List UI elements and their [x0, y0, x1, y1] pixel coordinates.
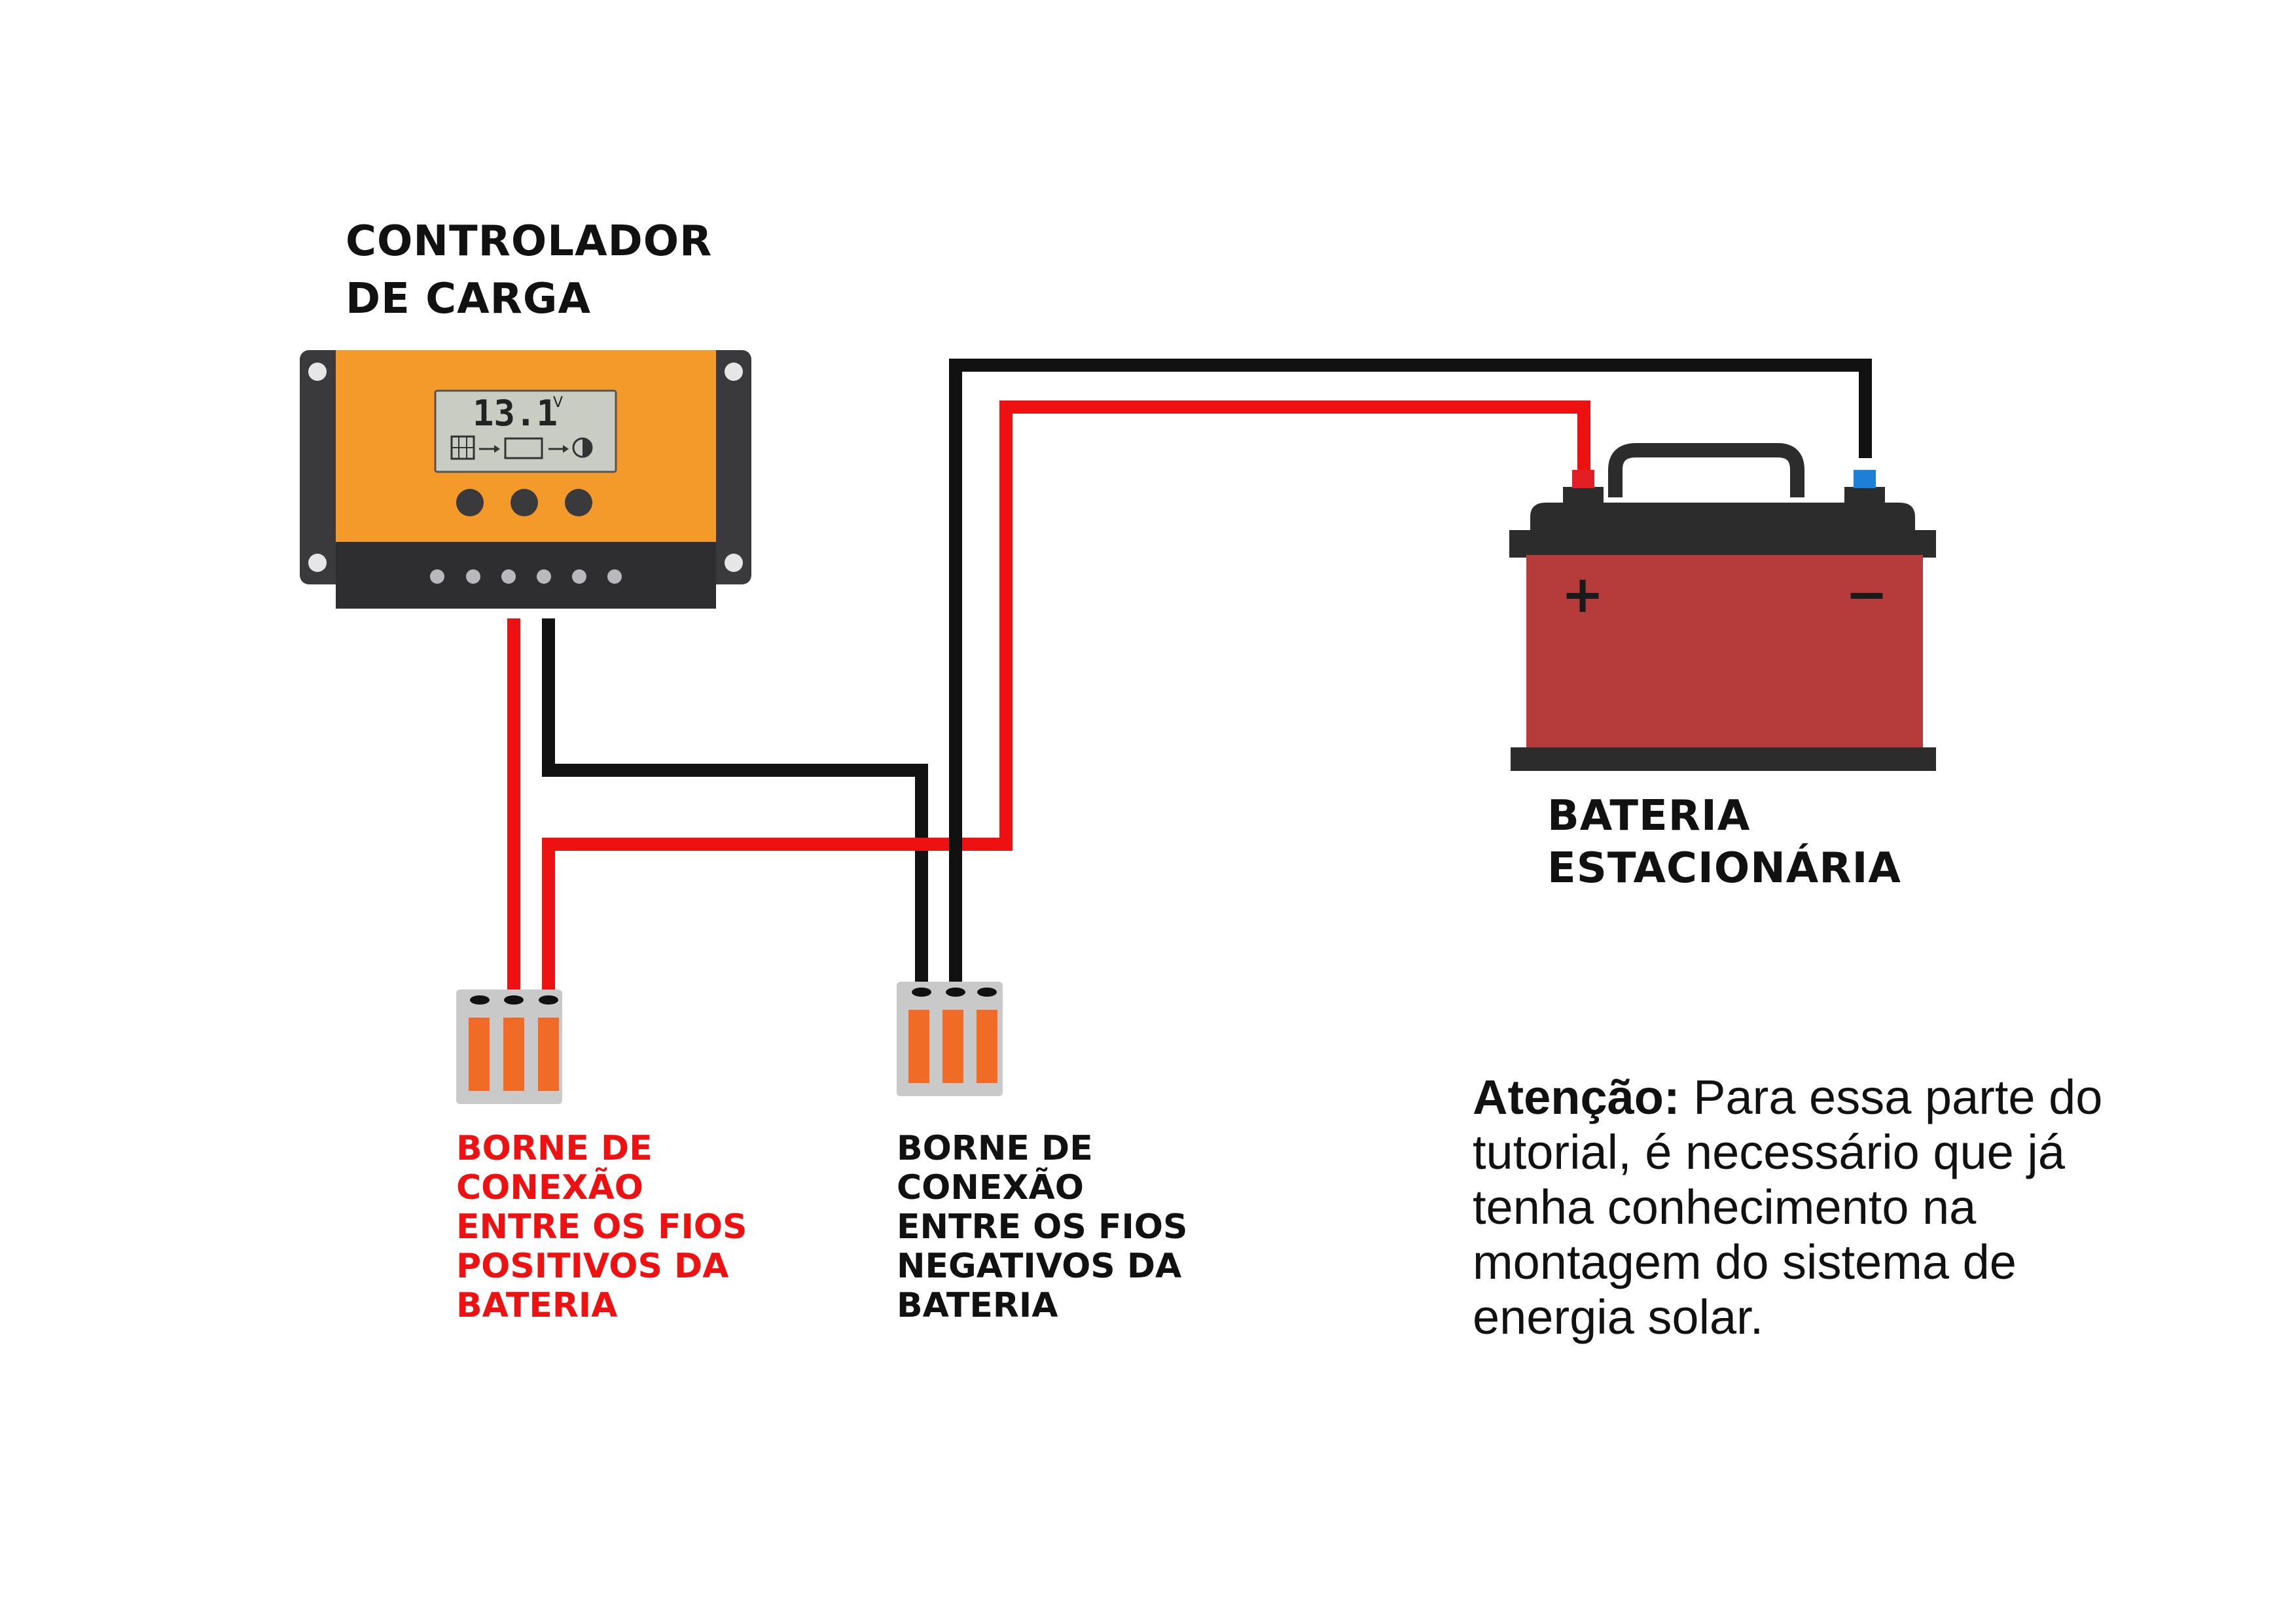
battery-handle	[1608, 443, 1804, 497]
label-line: ENTRE OS FIOS	[897, 1207, 1188, 1247]
connector-negative	[897, 982, 1003, 1096]
controller-title-line: DE CARGA	[346, 275, 591, 323]
battery-positive-symbol: +	[1561, 565, 1604, 624]
terminal-screws	[430, 569, 622, 584]
attention-note: Atenção: Para essa parte do tutorial, é …	[1473, 1070, 2127, 1345]
connector-lever[interactable]	[977, 1010, 997, 1083]
label-line: BATERIA	[456, 1286, 618, 1325]
connector-hole	[470, 995, 490, 1005]
connector-hole	[977, 988, 997, 997]
solar-panel-icon	[450, 435, 475, 460]
negative-connector-label: BORNE DE CONEXÃO ENTRE OS FIOS NEGATIVOS…	[897, 1129, 1187, 1325]
connector-hole	[912, 988, 931, 997]
arrow-right-icon	[548, 445, 569, 453]
stationary-battery: + −	[1509, 443, 1936, 771]
label-line: POSITIVOS DA	[456, 1247, 729, 1286]
attention-text: Para essa parte do tutorial, é necessári…	[1473, 1070, 2103, 1344]
lcd-voltage-readout: 13.1	[473, 393, 558, 434]
wires	[507, 359, 1872, 990]
wire-positive-battery	[542, 401, 1590, 990]
positive-connector-label: BORNE DE CONEXÃO ENTRE OS FIOS POSITIVOS…	[456, 1129, 747, 1325]
battery-terminal-base-positive	[1563, 487, 1604, 505]
label-line: BORNE DE	[897, 1129, 1093, 1168]
connector-positive	[456, 990, 562, 1104]
connector-hole	[504, 995, 524, 1005]
battery-terminal-negative	[1854, 470, 1876, 488]
arrow-right-icon	[479, 445, 500, 453]
controller-title: CONTROLADOR DE CARGA	[346, 213, 712, 328]
terminal-screw-icon	[607, 569, 622, 584]
terminal-screw-icon	[430, 569, 444, 584]
controller-button-left[interactable]	[456, 489, 484, 516]
battery-negative-symbol: −	[1845, 565, 1888, 624]
label-line: ENTRE OS FIOS	[456, 1207, 747, 1247]
mount-hole-icon	[725, 554, 743, 572]
battery-title: BATERIA ESTACIONÁRIA	[1547, 790, 1901, 895]
label-line: BORNE DE	[456, 1129, 653, 1168]
connector-lever[interactable]	[908, 1010, 929, 1083]
battery-terminal-positive	[1572, 470, 1594, 488]
battery-icon	[504, 437, 543, 459]
charge-controller: 13.1 V	[300, 350, 751, 609]
label-line: CONEXÃO	[456, 1168, 643, 1207]
attention-prefix: Atenção:	[1473, 1070, 1680, 1124]
terminal-screw-icon	[501, 569, 516, 584]
battery-terminal-base-negative	[1844, 487, 1885, 505]
battery-base	[1511, 747, 1936, 771]
battery-title-line: BATERIA	[1547, 792, 1751, 840]
mount-hole-icon	[308, 363, 327, 381]
connector-lever[interactable]	[503, 1018, 524, 1091]
mount-hole-icon	[725, 363, 743, 381]
controller-button-right[interactable]	[565, 489, 592, 516]
battery-title-line: ESTACIONÁRIA	[1547, 844, 1901, 893]
terminal-screw-icon	[572, 569, 586, 584]
lcd-voltage-unit: V	[553, 395, 563, 411]
lcd-screen	[434, 389, 617, 473]
connector-hole	[946, 988, 965, 997]
wire-negative-battery	[949, 359, 1872, 990]
controller-terminal-block	[336, 542, 716, 609]
connector-lever[interactable]	[469, 1018, 490, 1091]
terminal-screw-icon	[537, 569, 551, 584]
label-line: BATERIA	[897, 1286, 1058, 1325]
terminal-screw-icon	[466, 569, 480, 584]
controller-title-line: CONTROLADOR	[346, 217, 713, 266]
label-line: CONEXÃO	[897, 1168, 1084, 1207]
mount-hole-icon	[308, 554, 327, 572]
connector-hole	[539, 995, 558, 1005]
connector-lever[interactable]	[942, 1010, 963, 1083]
lamp-icon	[572, 437, 593, 458]
battery-lid	[1509, 503, 1936, 558]
controller-button-middle[interactable]	[511, 489, 538, 516]
label-line: NEGATIVOS DA	[897, 1247, 1182, 1286]
connector-lever[interactable]	[538, 1018, 559, 1091]
battery-body	[1526, 555, 1923, 749]
wire-negative-controller	[542, 618, 928, 990]
